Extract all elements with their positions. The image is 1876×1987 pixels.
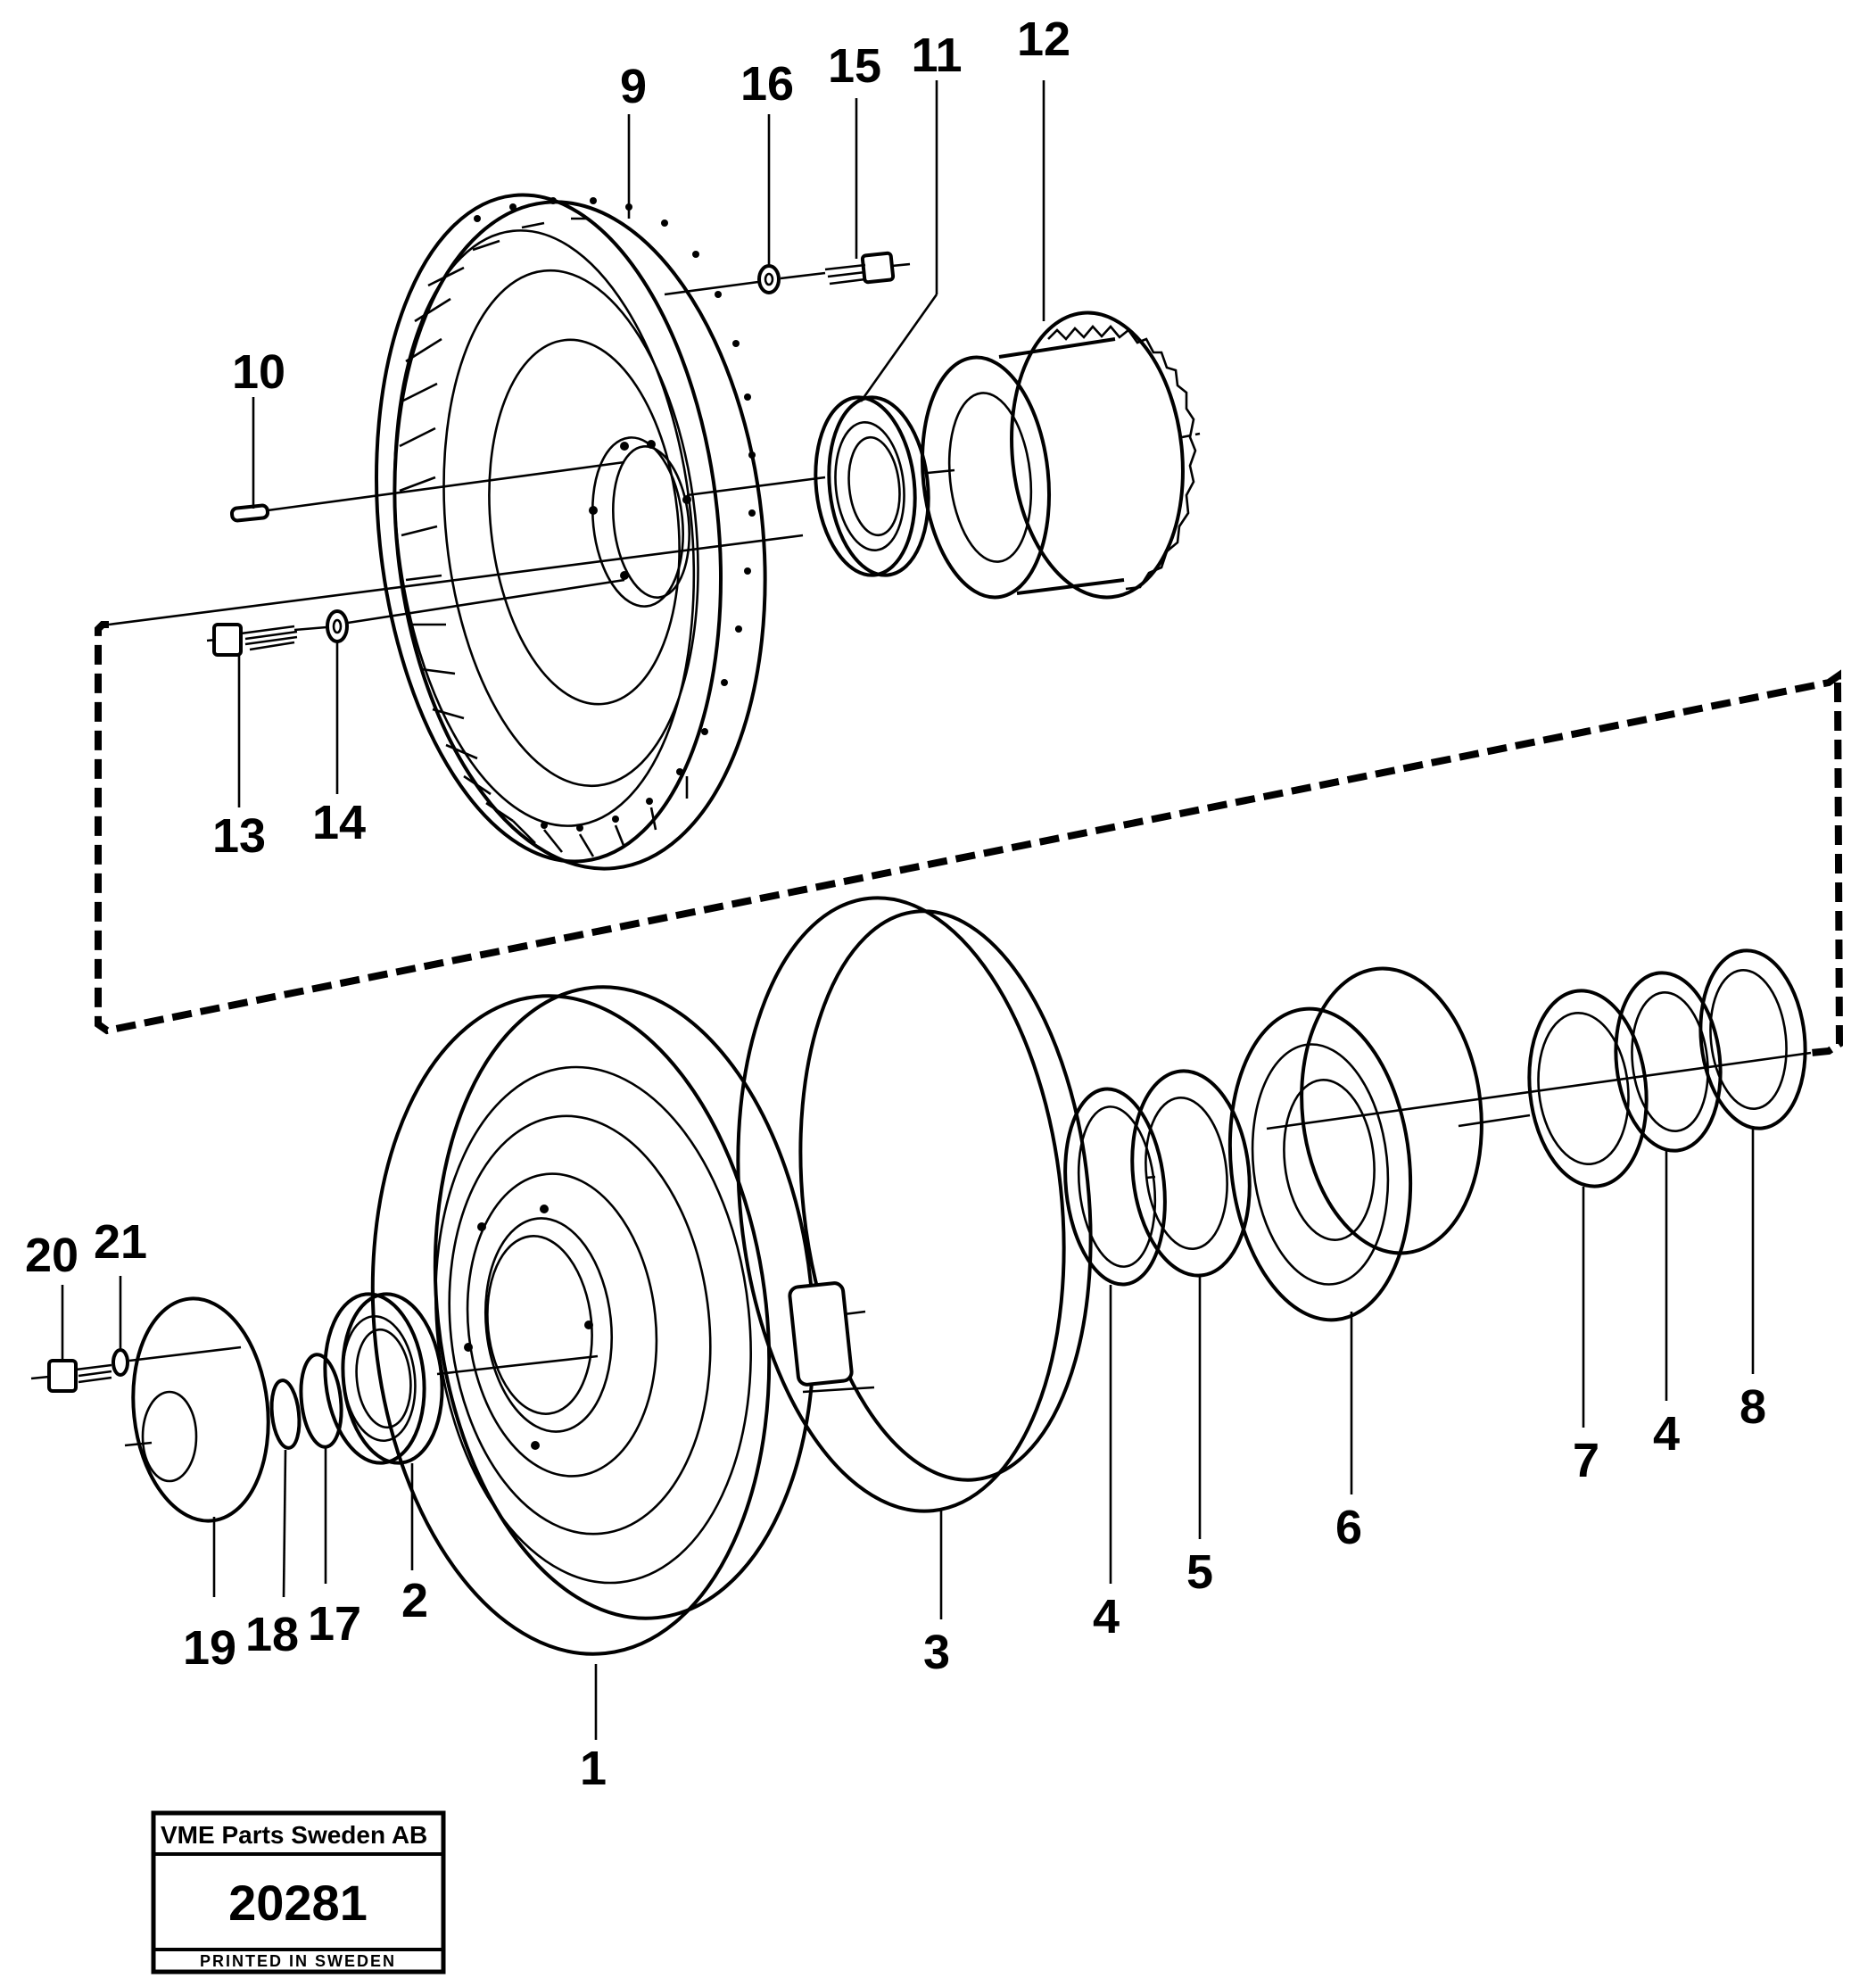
cover-part-19 <box>124 1296 270 1523</box>
bolt-part-15 <box>824 251 911 286</box>
washer-part-5 <box>1130 1069 1252 1278</box>
callout-13: 13 <box>212 809 266 863</box>
washer-part-21 <box>112 1345 242 1377</box>
bolt-part-20 <box>30 1359 112 1393</box>
pin-part-10 <box>229 460 625 523</box>
pump-wheel-part-1 <box>370 985 816 1656</box>
company-name: VME Parts Sweden AB <box>161 1821 427 1849</box>
turbine-part-3 <box>736 896 1093 1513</box>
title-block: VME Parts Sweden AB 20281 PRINTED IN SWE… <box>151 1810 446 1975</box>
callout-4a: 4 <box>1093 1590 1120 1643</box>
callout-5: 5 <box>1186 1545 1213 1599</box>
leader-lines <box>61 80 1755 1740</box>
callout-18: 18 <box>245 1608 299 1661</box>
callout-11: 11 <box>911 29 962 82</box>
stator-part-6 <box>1227 966 1483 1322</box>
callout-12: 12 <box>1017 12 1070 66</box>
callout-19: 19 <box>183 1621 236 1675</box>
gear-part-17 <box>299 1353 343 1449</box>
callout-21: 21 <box>94 1215 147 1269</box>
washer-part-14 <box>293 578 625 643</box>
callout-6: 6 <box>1335 1501 1362 1554</box>
bolt-part-13 <box>206 623 298 657</box>
callout-4b: 4 <box>1653 1407 1680 1461</box>
callout-15: 15 <box>828 39 881 93</box>
key-part-18 <box>269 1378 302 1450</box>
callout-16: 16 <box>740 57 794 111</box>
callout-10: 10 <box>232 345 285 399</box>
callout-17: 17 <box>308 1597 361 1651</box>
washer-part-16 <box>664 264 826 296</box>
callout-8: 8 <box>1740 1380 1766 1434</box>
ring-part-8 <box>1698 948 1807 1130</box>
ring-part-7 <box>1527 989 1649 1188</box>
callout-3: 3 <box>923 1626 950 1679</box>
callout-labels: 9 16 15 11 12 10 13 14 20 21 19 18 17 2 … <box>25 12 1766 1795</box>
callout-14: 14 <box>312 796 366 849</box>
callout-7: 7 <box>1573 1434 1599 1487</box>
thrust-bearing-part-4-left <box>1063 1087 1167 1287</box>
bearing-part-11 <box>814 395 930 577</box>
callout-9: 9 <box>620 60 647 113</box>
callout-20: 20 <box>25 1229 79 1282</box>
drawing-number: 20281 <box>228 1875 368 1931</box>
turbine-housing-part-9 <box>375 193 767 871</box>
callout-1: 1 <box>580 1742 607 1795</box>
bearing-part-2 <box>323 1292 444 1465</box>
printed-note: PRINTED IN SWEDEN <box>200 1952 396 1970</box>
gear-hub-part-12 <box>920 310 1201 600</box>
thrust-bearing-part-4-right <box>1614 971 1723 1153</box>
callout-2: 2 <box>401 1574 428 1627</box>
